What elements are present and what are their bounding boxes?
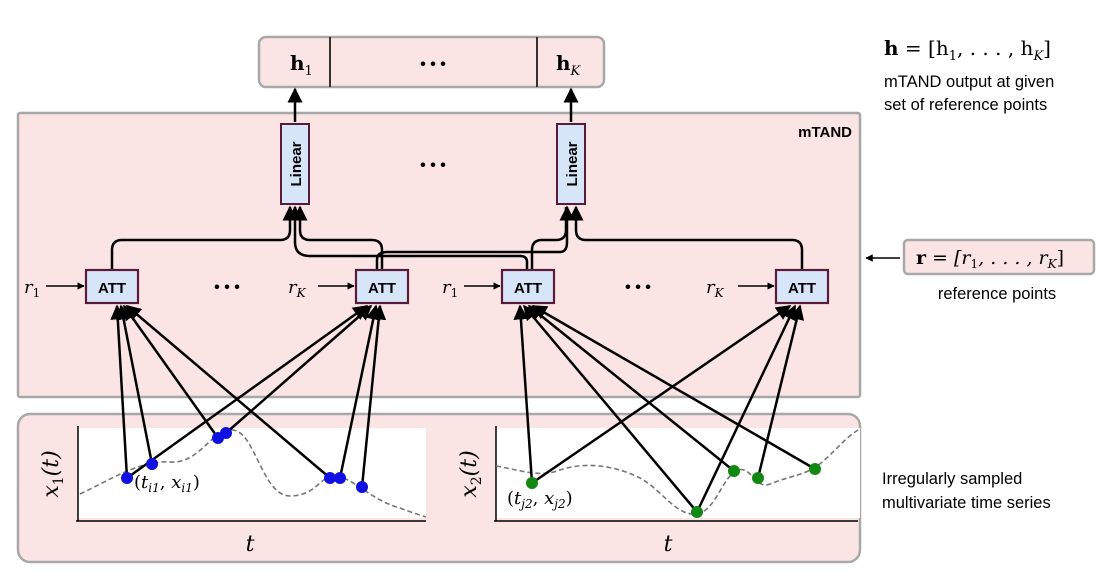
- plot-2-curve: [495, 429, 859, 515]
- svg-text:r1: r1: [24, 277, 40, 300]
- plot-2: x2(t) t (tj2, xj2): [457, 426, 860, 557]
- att-node-3: ATT: [500, 268, 556, 305]
- r-input-1: r1: [24, 277, 85, 300]
- linear-node-1: Linear: [280, 123, 310, 205]
- point-to-att-arrows: [110, 304, 816, 513]
- plot-2-xlabel: t: [664, 532, 673, 557]
- svg-text:r1: r1: [442, 277, 458, 300]
- reference-points-box: [902, 238, 1096, 276]
- reference-caption: reference points: [938, 285, 1056, 303]
- plot-2-point: [526, 477, 538, 489]
- output-equation: h = [h1, . . . , hK]: [884, 36, 1051, 64]
- mtand-label: mTAND: [798, 124, 852, 141]
- plot-1-point: [121, 472, 133, 484]
- output-vector: h1 • • • hK: [257, 35, 606, 89]
- series-caption-line1: Irregularly sampled: [882, 470, 1022, 488]
- plot-2-point: [752, 472, 764, 484]
- plot-2-point: [728, 465, 740, 477]
- att-node-2: ATT: [354, 268, 410, 305]
- plot-1-point: [220, 427, 232, 439]
- output-cell-hK: hK: [556, 51, 582, 79]
- reference-equation: r = [r1, . . . , rK]: [916, 247, 1064, 271]
- svg-text:ATT: ATT: [788, 280, 816, 297]
- r-input-3: r1: [442, 277, 501, 300]
- svg-text:ATT: ATT: [514, 280, 542, 297]
- plot-1-point: [334, 472, 346, 484]
- plot-1-point: [356, 481, 368, 493]
- plot-2-points: [526, 463, 821, 518]
- svg-text:ATT: ATT: [98, 280, 126, 297]
- plot-1-xlabel: t: [246, 532, 255, 557]
- plot-2-point: [809, 463, 821, 475]
- plot-1-point: [324, 472, 336, 484]
- plot-1-points: [121, 427, 368, 493]
- svg-text:rK: rK: [706, 277, 725, 300]
- r-input-4: rK: [706, 277, 775, 300]
- series-caption-line2: multivariate time series: [882, 494, 1051, 512]
- plot-2-point: [691, 506, 703, 518]
- plot-2-ylabel: x2(t): [457, 450, 485, 497]
- att-ellipsis-2: • • •: [625, 279, 651, 296]
- output-cell-h1: h1: [290, 51, 313, 79]
- svg-text:ATT: ATT: [368, 280, 396, 297]
- svg-text:rK: rK: [288, 277, 307, 300]
- att-to-linear-connectors: [110, 205, 804, 270]
- plot-1-ylabel: x1(t): [39, 450, 67, 497]
- plot-1-curve: [79, 429, 427, 518]
- linear-node-1-label: Linear: [288, 141, 305, 186]
- linear-ellipsis: • • •: [420, 157, 446, 174]
- plot-1-point: [146, 458, 158, 470]
- att-node-1: ATT: [84, 268, 140, 305]
- output-cell-ellipsis: • • •: [420, 56, 446, 73]
- linear-node-2: Linear: [556, 123, 586, 205]
- linear-node-2-label: Linear: [564, 141, 581, 186]
- att-node-4: ATT: [774, 268, 830, 305]
- output-caption-line1: mTAND output at given: [884, 73, 1054, 91]
- r-input-2: rK: [288, 277, 355, 300]
- att-ellipsis-1: • • •: [214, 279, 240, 296]
- output-caption-line2: set of reference points: [884, 96, 1047, 114]
